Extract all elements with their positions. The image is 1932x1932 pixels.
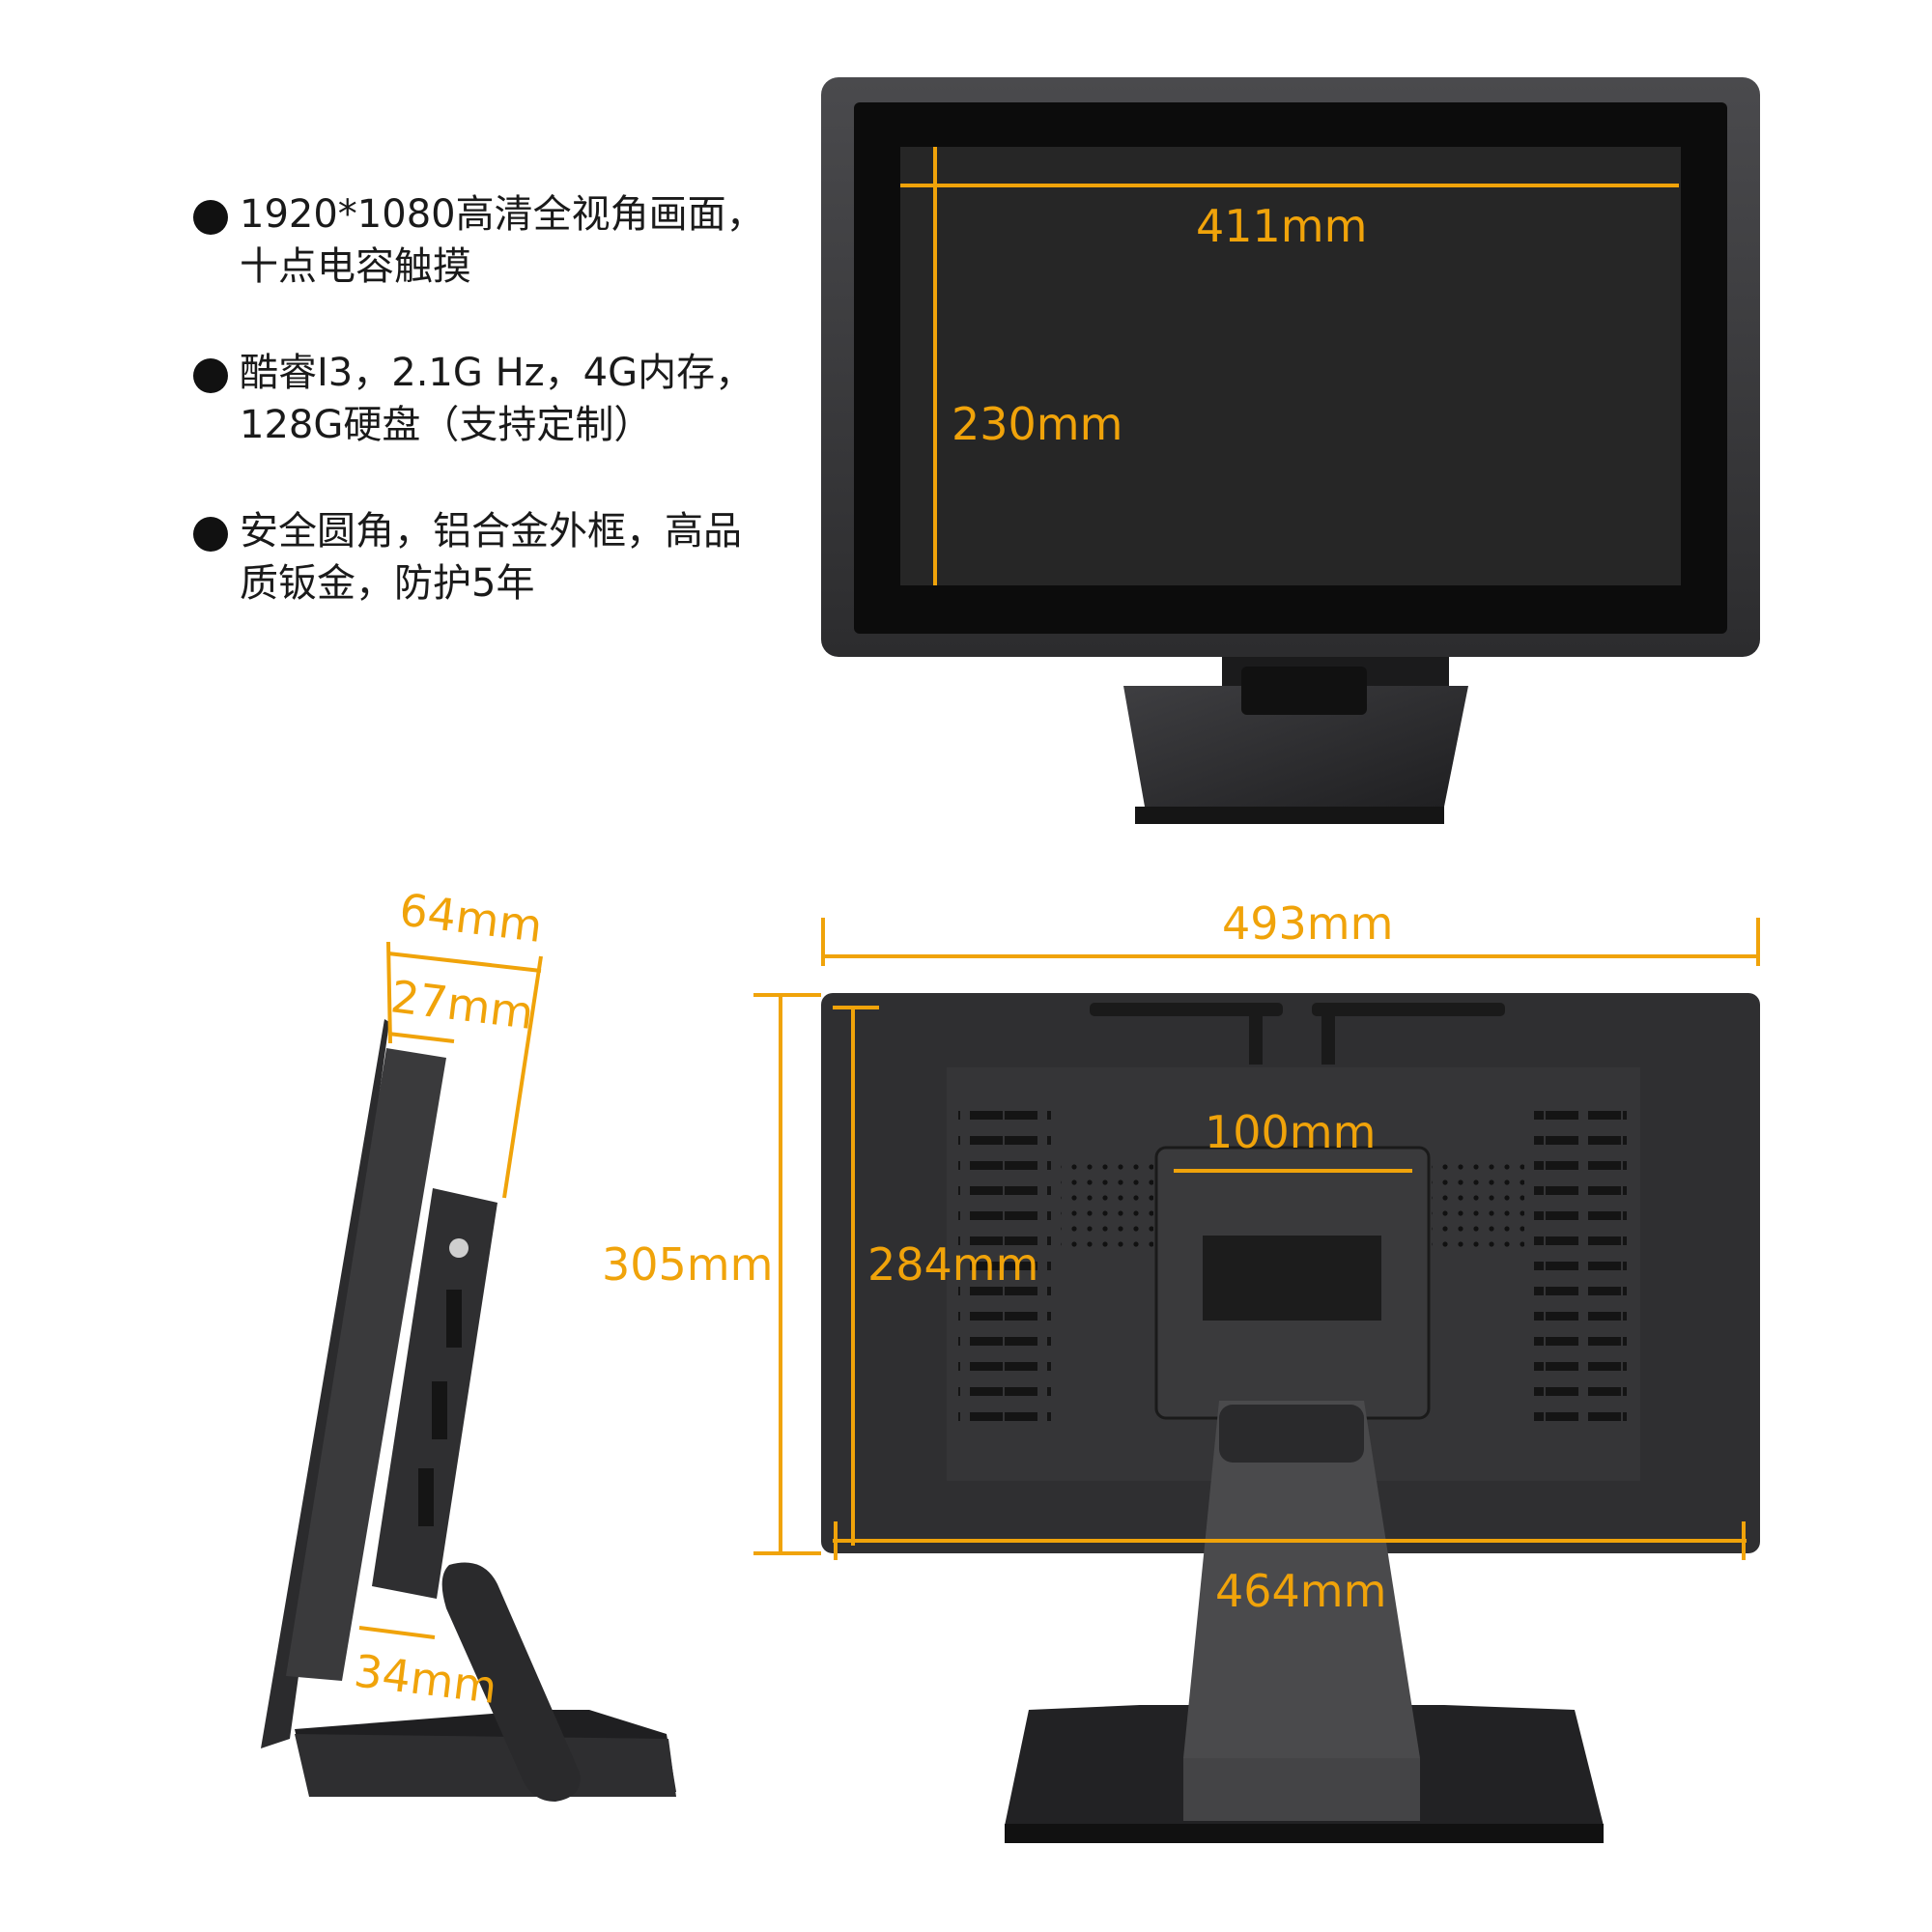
antenna-mount-icon: [1321, 1014, 1335, 1065]
stand-base-edge: [1135, 807, 1444, 824]
feature-text: 酷睿I3，2.1G Hz，4G内存，: [240, 351, 754, 395]
inner-width-label: 464mm: [1215, 1565, 1386, 1617]
vesa-label: 100mm: [1205, 1106, 1376, 1158]
depth-panel-line: [387, 1032, 455, 1043]
vent-slots-right: [1534, 1111, 1627, 1430]
bullet-icon: [193, 358, 228, 393]
feature-text: 十点电容触摸: [240, 244, 471, 289]
bullet-icon: [193, 517, 228, 552]
depth-lower-line: [358, 1626, 436, 1639]
power-button-icon: [449, 1238, 469, 1258]
feature-list: 1920*1080高清全视角画面， 十点电容触摸 酷睿I3，2.1G Hz，4G…: [193, 188, 792, 664]
side-stand-arm: [441, 1562, 581, 1802]
screen-display: [900, 147, 1681, 585]
feature-item-display: 1920*1080高清全视角画面， 十点电容触摸: [193, 188, 792, 293]
port-icon: [432, 1381, 447, 1439]
port-icon: [446, 1290, 462, 1348]
speaker-grille-left: [1061, 1156, 1153, 1249]
bullet-icon: [193, 200, 228, 235]
depth-total-tick: [386, 941, 392, 1044]
front-view: 411mm 230mm: [821, 77, 1760, 824]
back-stand-foot: [1183, 1758, 1420, 1821]
side-view: 64mm 27mm 34mm: [261, 883, 676, 1802]
back-stand-column: [1183, 1401, 1420, 1758]
speaker-grille-right: [1432, 1156, 1524, 1249]
inner-height-label: 284mm: [867, 1238, 1038, 1291]
vent-slots-left: [958, 1111, 1051, 1430]
total-height-label: 305mm: [602, 1238, 773, 1291]
feature-text: 1920*1080高清全视角画面，: [240, 192, 765, 237]
depth-total-tick: [502, 955, 543, 1199]
side-panel: [286, 1048, 446, 1681]
total-width-label: 493mm: [1222, 897, 1393, 950]
back-stand-base-edge: [1005, 1824, 1604, 1843]
screen-width-label: 411mm: [1196, 200, 1367, 252]
side-stand-base-top: [295, 1734, 676, 1797]
side-panel-edge: [261, 1019, 389, 1748]
back-hinge: [1219, 1405, 1364, 1463]
feature-text: 安全圆角，铝合金外框，高品: [240, 509, 742, 554]
port-icon: [418, 1468, 434, 1526]
depth-panel-label: 27mm: [388, 970, 537, 1039]
depth-total-label: 64mm: [397, 883, 546, 952]
antenna-right: [1312, 1003, 1505, 1016]
feature-item-hardware: 酷睿I3，2.1G Hz，4G内存， 128G硬盘（支持定制）: [193, 347, 792, 451]
antenna-mount-icon: [1249, 1014, 1263, 1065]
depth-total-line: [387, 952, 542, 973]
stand-hinge: [1241, 667, 1367, 715]
feature-item-build: 安全圆角，铝合金外框，高品 质钣金，防护5年: [193, 505, 792, 610]
feature-text: 128G硬盘（支持定制）: [240, 403, 653, 447]
stand-base: [1123, 686, 1468, 807]
feature-text: 质钣金，防护5年: [240, 561, 535, 606]
rear-window: [1203, 1236, 1381, 1321]
antenna-left: [1090, 1003, 1283, 1016]
back-view: 493mm 305mm 284mm 464mm 100mm: [602, 897, 1760, 1843]
screen-height-label: 230mm: [952, 398, 1122, 450]
